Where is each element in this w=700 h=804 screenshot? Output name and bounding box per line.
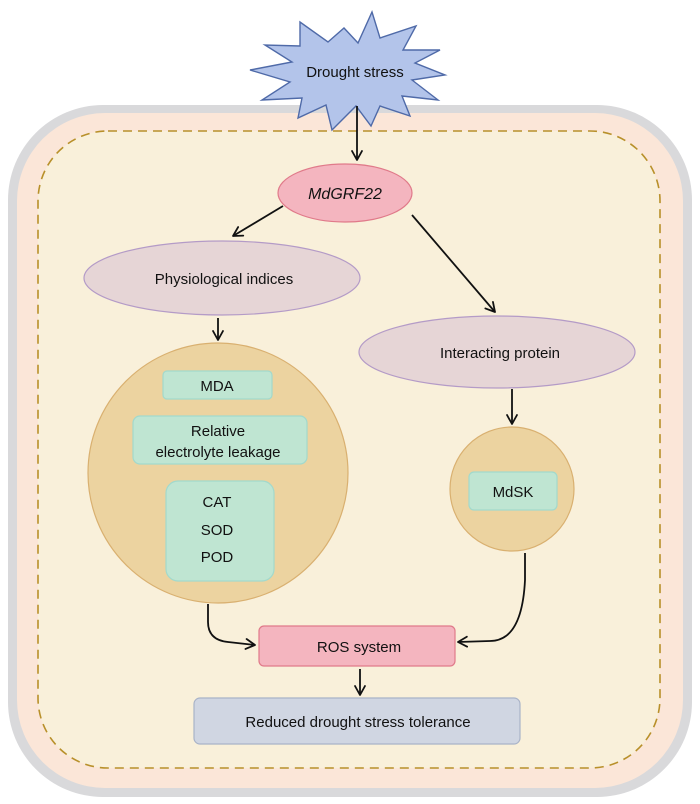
- mdgrf22-label: MdGRF22: [308, 186, 382, 203]
- interacting-protein-label: Interacting protein: [440, 345, 560, 362]
- mdgrf22-node: MdGRF22: [277, 163, 413, 223]
- drought-stress-node: Drought stress: [249, 10, 448, 132]
- reduced-tolerance-node: Reduced drought stress tolerance: [193, 697, 521, 745]
- arrow-indices-to-ros: [207, 604, 256, 650]
- enzymes-box: [165, 480, 275, 582]
- sod-label: SOD: [201, 522, 234, 539]
- arrow-mdsk-to-ros: [457, 553, 526, 648]
- mdgrf22-ellipse: [277, 163, 413, 223]
- physiological-indices-ellipse: [83, 240, 361, 316]
- pod-label: POD: [201, 549, 234, 566]
- mdsk-label: MdSK: [493, 484, 534, 501]
- arrow-mdgrf22-to-interacting: [411, 214, 496, 313]
- ros-system-node: ROS system: [258, 625, 456, 667]
- mdsk-circle-node: MdSK: [449, 426, 575, 552]
- electrolyte-leakage-label-line2: electrolyte leakage: [155, 444, 280, 461]
- indices-circle-node: MDA Relative electrolyte leakage CAT SOD…: [87, 342, 349, 604]
- ros-system-label: ROS system: [317, 639, 401, 656]
- reduced-tolerance-box: [193, 697, 521, 745]
- physiological-indices-node: Physiological indices: [83, 240, 361, 316]
- arrow-mdgrf22-to-physiological: [232, 205, 284, 237]
- interacting-protein-ellipse: [358, 315, 636, 389]
- mda-label: MDA: [200, 378, 233, 395]
- electrolyte-leakage-box: [132, 415, 308, 465]
- physiological-indices-label: Physiological indices: [155, 271, 293, 288]
- interacting-protein-node: Interacting protein: [358, 315, 636, 389]
- ros-system-box: [258, 625, 456, 667]
- mdsk-box: [468, 471, 558, 511]
- electrolyte-leakage-label-line1: Relative: [191, 423, 245, 440]
- reduced-tolerance-label: Reduced drought stress tolerance: [245, 714, 470, 731]
- mda-box: [162, 370, 273, 400]
- indices-circle: [87, 342, 349, 604]
- starburst-shape: [249, 10, 448, 132]
- drought-stress-label: Drought stress: [306, 64, 404, 81]
- cat-label: CAT: [203, 494, 232, 511]
